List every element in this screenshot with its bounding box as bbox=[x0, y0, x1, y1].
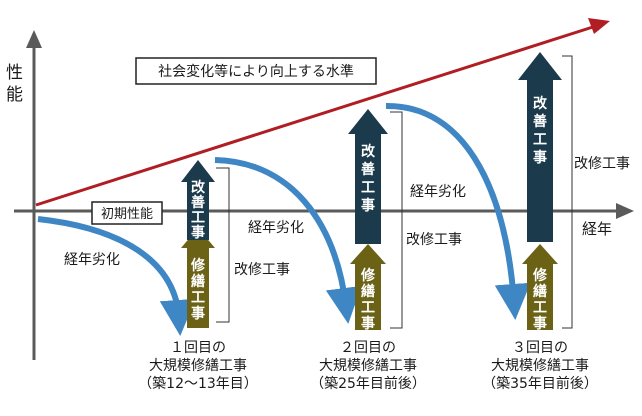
svg-text:事: 事 bbox=[533, 149, 547, 166]
svg-text:工: 工 bbox=[533, 300, 547, 316]
svg-text:事: 事 bbox=[533, 315, 547, 332]
svg-text:修: 修 bbox=[190, 257, 206, 274]
svg-text:繕: 繕 bbox=[533, 283, 547, 300]
stage-1-arrows bbox=[181, 160, 215, 328]
svg-text:事: 事 bbox=[191, 224, 205, 241]
rising-level-label: 社会変化等により向上する水準 bbox=[158, 63, 354, 80]
svg-text:修: 修 bbox=[532, 267, 548, 284]
stage-3-improvement-text: 改 善 工 事 bbox=[533, 95, 548, 166]
stage-3-remodel-label: 改修工事 bbox=[574, 156, 630, 172]
svg-text:１回目の: １回目の bbox=[170, 340, 226, 356]
svg-text:３回目の: ３回目の bbox=[512, 340, 568, 356]
y-axis bbox=[26, 30, 42, 360]
svg-text:改: 改 bbox=[533, 95, 548, 112]
svg-text:工: 工 bbox=[361, 300, 375, 316]
svg-text:大規模修繕工事: 大規模修繕工事 bbox=[149, 358, 247, 374]
svg-text:工: 工 bbox=[191, 210, 205, 226]
svg-text:善: 善 bbox=[191, 194, 205, 211]
deterioration-label-1: 経年劣化 bbox=[64, 252, 120, 268]
stage-3-repair-text: 修 繕 工 事 bbox=[532, 267, 548, 332]
stage-2-arrows bbox=[348, 109, 388, 330]
deterioration-label-3: 経年劣化 bbox=[410, 184, 466, 200]
stage-2-bracket bbox=[390, 111, 403, 329]
stage-1-remodel-label: 改修工事 bbox=[234, 262, 290, 278]
svg-text:改: 改 bbox=[361, 143, 376, 160]
svg-text:大規模修繕工事: 大規模修繕工事 bbox=[319, 358, 417, 374]
y-axis-label-2: 能 bbox=[6, 85, 23, 105]
deterioration-curve-3 bbox=[385, 102, 531, 320]
svg-text:２回目の: ２回目の bbox=[340, 340, 396, 356]
svg-text:事: 事 bbox=[191, 305, 205, 322]
y-axis-label-1: 性 bbox=[6, 63, 23, 83]
deterioration-curve-2 bbox=[214, 157, 362, 324]
stage-2-repair-text: 修 繕 工 事 bbox=[360, 267, 376, 332]
stage-2-improvement-text: 改 善 工 事 bbox=[361, 143, 376, 214]
deterioration-curve-1 bbox=[37, 216, 196, 336]
x-axis-label: 経年 bbox=[582, 220, 612, 238]
rising-level-box: 社会変化等により向上する水準 bbox=[135, 57, 377, 85]
svg-text:（築35年目前後）: （築35年目前後） bbox=[482, 375, 598, 392]
svg-text:修: 修 bbox=[360, 267, 376, 284]
stage-1-improvement-text: 改 善 工 事 bbox=[191, 179, 206, 241]
stage-1-repair-text: 修 繕 工 事 bbox=[190, 257, 206, 322]
svg-text:繕: 繕 bbox=[191, 273, 205, 290]
stage-1-bracket bbox=[216, 167, 230, 323]
svg-text:善: 善 bbox=[533, 113, 547, 130]
rising-level-line bbox=[35, 18, 610, 207]
svg-text:事: 事 bbox=[361, 315, 375, 332]
stage-1-caption: １回目の 大規模修繕工事 （築12～13年目） bbox=[138, 340, 258, 392]
svg-text:繕: 繕 bbox=[361, 283, 375, 300]
stage-3-bracket bbox=[562, 55, 573, 329]
svg-text:工: 工 bbox=[533, 132, 547, 148]
svg-text:（築12～13年目）: （築12～13年目） bbox=[138, 376, 258, 392]
svg-text:工: 工 bbox=[361, 180, 375, 196]
stage-2-caption: ２回目の 大規模修繕工事 （築25年目前後） bbox=[310, 340, 426, 392]
stage-3-caption: ３回目の 大規模修繕工事 （築35年目前後） bbox=[482, 340, 598, 392]
initial-performance-label: 初期性能 bbox=[101, 207, 153, 222]
svg-text:工: 工 bbox=[191, 290, 205, 306]
svg-text:（築25年目前後）: （築25年目前後） bbox=[310, 375, 426, 392]
initial-performance-box: 初期性能 bbox=[91, 201, 163, 225]
svg-text:改: 改 bbox=[191, 179, 206, 196]
stage-2-remodel-label: 改修工事 bbox=[406, 232, 462, 248]
svg-text:事: 事 bbox=[361, 197, 375, 214]
deterioration-label-2: 経年劣化 bbox=[248, 220, 304, 236]
stage-3-arrows bbox=[518, 52, 562, 330]
svg-text:善: 善 bbox=[361, 161, 375, 178]
svg-text:大規模修繕工事: 大規模修繕工事 bbox=[491, 358, 589, 374]
